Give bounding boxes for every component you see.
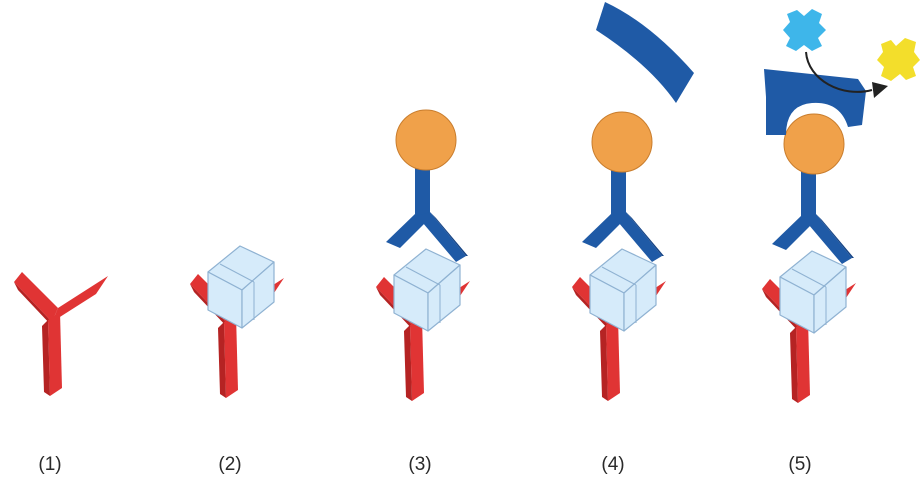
step-5-group — [762, 69, 866, 403]
step-2-group — [190, 245, 284, 398]
antigen-icon — [779, 250, 847, 334]
substrate-icon — [783, 9, 826, 51]
reaction-arrow-icon — [805, 51, 873, 93]
antigen-icon — [207, 245, 275, 329]
step-3-group — [376, 109, 470, 401]
step-label-2: (2) — [218, 454, 241, 475]
step-label-5: (5) — [788, 454, 811, 475]
step-1-group — [14, 272, 108, 396]
label-sphere-icon — [591, 111, 653, 173]
step-4-group — [572, 2, 694, 401]
enzyme-icon — [764, 69, 866, 135]
step-label-4: (4) — [601, 454, 624, 475]
label-sphere-icon — [395, 109, 457, 171]
antigen-icon — [393, 248, 461, 332]
label-sphere-icon — [783, 113, 845, 175]
step-label-1: (1) — [38, 454, 61, 475]
enzyme-icon — [596, 2, 694, 103]
arrow-head — [872, 82, 888, 98]
antigen-icon — [589, 248, 657, 332]
product-icon — [877, 38, 920, 81]
capture-antibody-icon — [14, 272, 108, 396]
step-label-3: (3) — [408, 454, 431, 475]
